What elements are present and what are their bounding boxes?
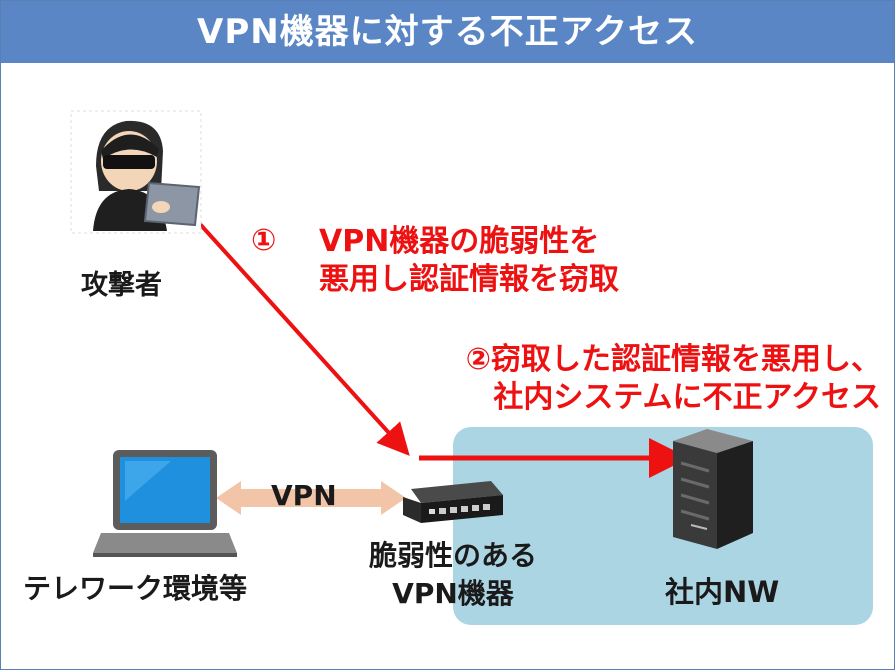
step1-description: VPN機器の脆弱性を 悪用し認証情報を窃取: [319, 223, 619, 299]
vpn-device-line2: VPN機器: [392, 577, 514, 610]
vpn-router-icon: [403, 481, 503, 523]
step2-line1: ②窃取した認証情報を悪用し、: [465, 342, 881, 377]
vpn-tunnel-arrow: [216, 481, 406, 515]
step2-line2: 社内システムに不正アクセス: [493, 380, 881, 415]
laptop-icon: [93, 450, 237, 557]
step1-number: ①: [251, 223, 277, 258]
page-title: VPN機器に対する不正アクセス: [1, 1, 894, 63]
telework-label: テレワーク環境等: [23, 572, 248, 605]
step1-line1: VPN機器の脆弱性を: [319, 224, 600, 259]
vpn-device-line1: 脆弱性のある: [368, 539, 537, 572]
step1-line2: 悪用し認証情報を窃取: [319, 262, 619, 297]
attacker-label: 攻撃者: [81, 270, 162, 301]
attacker-icon: [70, 110, 202, 234]
vpn-tunnel-label: VPN: [271, 479, 337, 512]
vpn-device-label: 脆弱性のある VPN機器: [333, 537, 573, 613]
internal-nw-label: 社内NW: [665, 575, 780, 609]
attack-arrow-step1: [197, 221, 410, 456]
step2-description: ②窃取した認証情報を悪用し、 社内システムに不正アクセス: [381, 341, 881, 417]
server-icon: [673, 429, 753, 549]
